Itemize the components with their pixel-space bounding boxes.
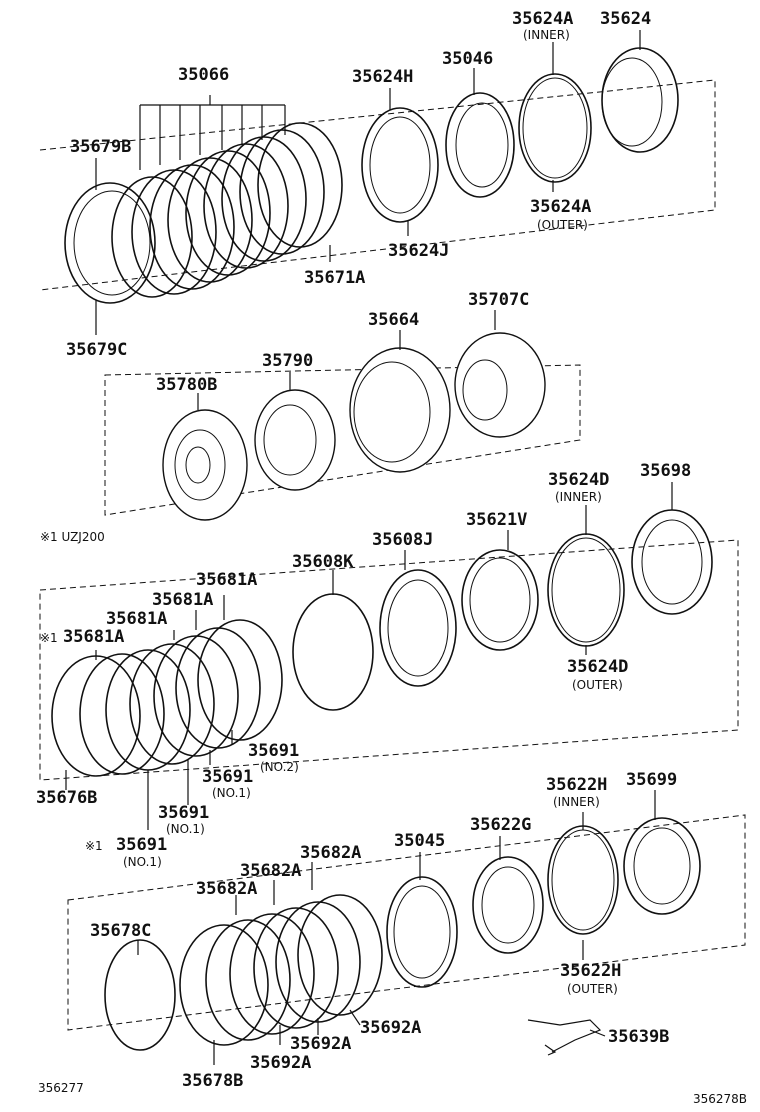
- hub-35780B: [162, 409, 248, 521]
- label-35624A-inner-note: (INNER): [523, 28, 570, 42]
- label-35699: 35699: [626, 770, 677, 790]
- footnote-uzj200: ※1 UZJ200: [40, 530, 105, 544]
- seal-35699: [623, 817, 701, 915]
- label-35624D-inner: 35624D: [548, 470, 609, 490]
- section-clutch-pack-2: 35681A 35681A 35681A ※1 35681A 35608K 35…: [36, 461, 739, 869]
- label-35624: 35624: [600, 9, 651, 29]
- spring-35639B: [527, 1019, 602, 1056]
- oring-35624A: [518, 73, 592, 183]
- label-35679C: 35679C: [66, 340, 127, 360]
- label-35678C: 35678C: [90, 921, 151, 941]
- drum-35664: [349, 347, 451, 473]
- label-35622H-outer: 35622H: [560, 961, 621, 981]
- label-35681A-3: 35681A: [106, 609, 167, 629]
- label-35624A-inner: 35624A: [512, 9, 573, 29]
- label-35664: 35664: [368, 310, 419, 330]
- piston-35622G: [472, 856, 544, 954]
- seal-35698: [631, 509, 713, 615]
- snap-ring-35679: [64, 182, 156, 304]
- clutch-disc-stack-35066: [111, 122, 343, 298]
- label-35608J: 35608J: [372, 530, 433, 550]
- label-35622H-inner: 35622H: [546, 775, 607, 795]
- label-35679B: 35679B: [70, 137, 131, 157]
- retainer-35624: [601, 47, 679, 153]
- label-35691-1: 35691: [248, 741, 299, 761]
- retainer-35621V: [461, 549, 539, 651]
- label-35692A-2: 35692A: [290, 1034, 351, 1054]
- label-35691-3: 35691: [158, 803, 209, 823]
- label-35671A: 35671A: [304, 268, 365, 288]
- label-35045: 35045: [394, 831, 445, 851]
- oring-35624D: [547, 533, 625, 647]
- label-35681A-4: 35681A: [63, 627, 124, 647]
- label-35624D-inner-note: (INNER): [555, 490, 602, 504]
- label-35682A-1: 35682A: [300, 843, 361, 863]
- label-35676B: 35676B: [36, 788, 97, 808]
- label-35692A-3: 35692A: [250, 1053, 311, 1073]
- label-35678B: 35678B: [182, 1071, 243, 1091]
- label-35624A-outer: 35624A: [530, 197, 591, 217]
- label-35780B: 35780B: [156, 375, 217, 395]
- label-35691-2-note: (NO.1): [212, 786, 251, 800]
- snap-ring-35608K: [292, 593, 374, 711]
- label-35698: 35698: [640, 461, 691, 481]
- label-35622H-outer-note: (OUTER): [567, 982, 618, 996]
- label-35046: 35046: [442, 49, 493, 69]
- footer-code-right: 356278B: [693, 1092, 747, 1106]
- label-35681A-2: 35681A: [152, 590, 213, 610]
- label-35691-4-mark: ※1: [85, 839, 103, 853]
- label-35707C: 35707C: [468, 290, 529, 310]
- snap-ring-35678C: [104, 939, 176, 1051]
- label-35691-4-note: (NO.1): [123, 855, 162, 869]
- label-35691-3-note: (NO.1): [166, 822, 205, 836]
- oring-35622H: [547, 825, 619, 935]
- ring-35624H: [361, 107, 439, 223]
- label-35691-1-note: (NO.2): [260, 760, 299, 774]
- plate-35045: [386, 876, 458, 988]
- label-35681A-1: 35681A: [196, 570, 257, 590]
- label-35622H-inner-note: (INNER): [553, 795, 600, 809]
- label-35621V: 35621V: [466, 510, 527, 530]
- drum-35707C: [454, 332, 546, 438]
- clutch-disc-stack-35681A: [51, 619, 283, 777]
- label-35790: 35790: [262, 351, 313, 371]
- label-35622G: 35622G: [470, 815, 531, 835]
- label-35608K: 35608K: [292, 552, 354, 572]
- label-35066: 35066: [178, 65, 229, 85]
- plate-35046: [445, 92, 515, 198]
- label-35681A-4-mark: ※1: [40, 631, 58, 645]
- label-35692A-1: 35692A: [360, 1018, 421, 1038]
- footer-code-left: 356277: [38, 1081, 84, 1095]
- label-35639B: 35639B: [608, 1027, 669, 1047]
- bearing-35790: [254, 389, 336, 491]
- label-35624D-outer-note: (OUTER): [572, 678, 623, 692]
- section-drum-assembly: 35780B 35790 35664 35707C: [104, 290, 581, 521]
- label-35624A-outer-note: (OUTER): [537, 218, 588, 232]
- label-35624J: 35624J: [388, 241, 449, 261]
- label-35682A-3: 35682A: [196, 879, 257, 899]
- label-35624H: 35624H: [352, 67, 413, 87]
- label-35691-4: 35691: [116, 835, 167, 855]
- plate-35608J: [379, 569, 457, 687]
- clutch-disc-stack-35682A: [179, 894, 383, 1046]
- label-35691-2: 35691: [202, 767, 253, 787]
- section-clutch-pack-3: 35682A 35682A 35682A 35678C 35045 35622G…: [67, 770, 746, 1091]
- label-35682A-2: 35682A: [240, 861, 301, 881]
- label-35624D-outer: 35624D: [567, 657, 628, 677]
- section-clutch-pack-1: 35066 35679B 35679C 35671A 35624H 35624J…: [39, 9, 716, 360]
